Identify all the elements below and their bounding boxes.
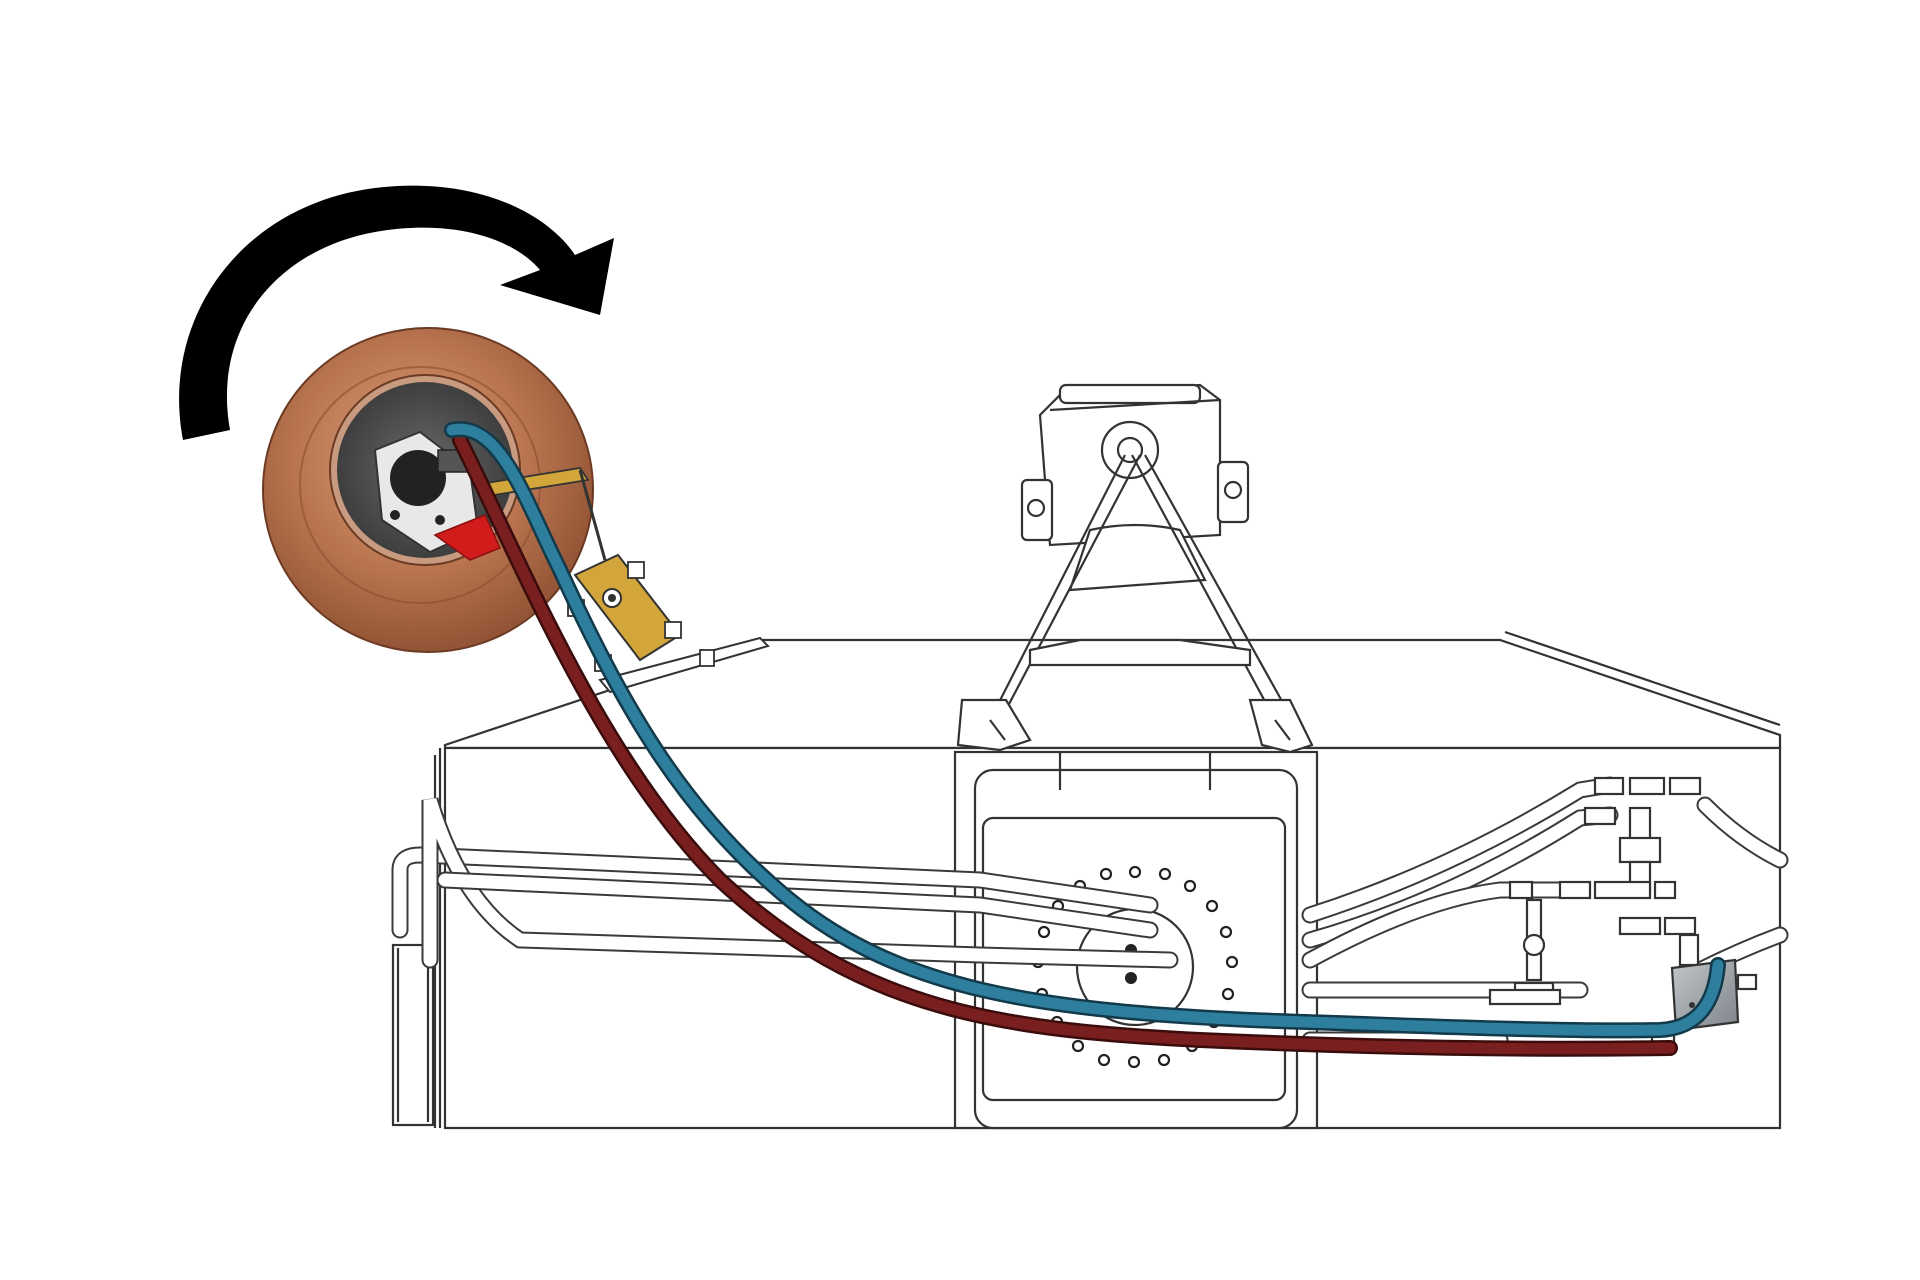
hose-reel-drum [262,327,594,653]
mounting-plate [953,750,1319,1130]
reel-mount-bracket [478,467,770,694]
blue-hose [444,421,1726,1039]
fittings-manifold [1488,776,1702,1006]
clockwise-rotation-arrow-icon [179,185,615,440]
lifting-bracket-assembly [956,383,1314,754]
white-hose-bundle [391,776,1789,1049]
red-hose [452,432,1678,1057]
